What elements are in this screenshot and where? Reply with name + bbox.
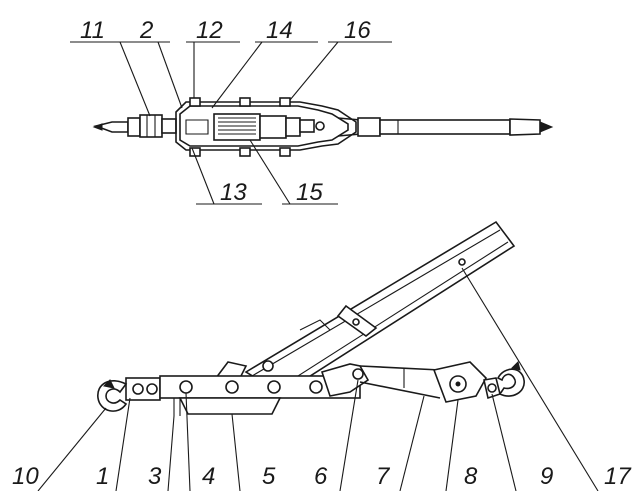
top-leaders [70,41,392,205]
label-1: 1 [96,463,109,490]
label-14: 14 [266,17,293,44]
label-7: 7 [376,463,391,490]
side-left-hook [97,379,128,412]
side-leaders [37,267,599,491]
label-6: 6 [314,463,328,490]
label-12: 12 [196,17,223,44]
label-16: 16 [344,17,371,44]
side-view: 10 1 3 4 5 6 7 8 9 17 [12,220,632,491]
side-rope-block [359,361,501,403]
side-frame [125,363,370,416]
label-13: 13 [220,179,247,206]
side-right-hook [496,361,525,397]
label-10: 10 [12,463,39,490]
label-15: 15 [296,179,323,206]
top-view: 11 2 12 14 16 13 15 [70,17,554,206]
top-frame [175,97,361,157]
label-4: 4 [202,463,215,490]
label-3: 3 [148,463,162,490]
label-8: 8 [464,463,478,490]
label-9: 9 [540,463,553,490]
label-17: 17 [604,463,632,490]
label-11: 11 [80,17,105,44]
label-2: 2 [139,17,153,44]
side-lever [214,220,516,395]
top-handle [357,117,554,137]
label-5: 5 [262,463,276,490]
top-hook [92,114,177,138]
